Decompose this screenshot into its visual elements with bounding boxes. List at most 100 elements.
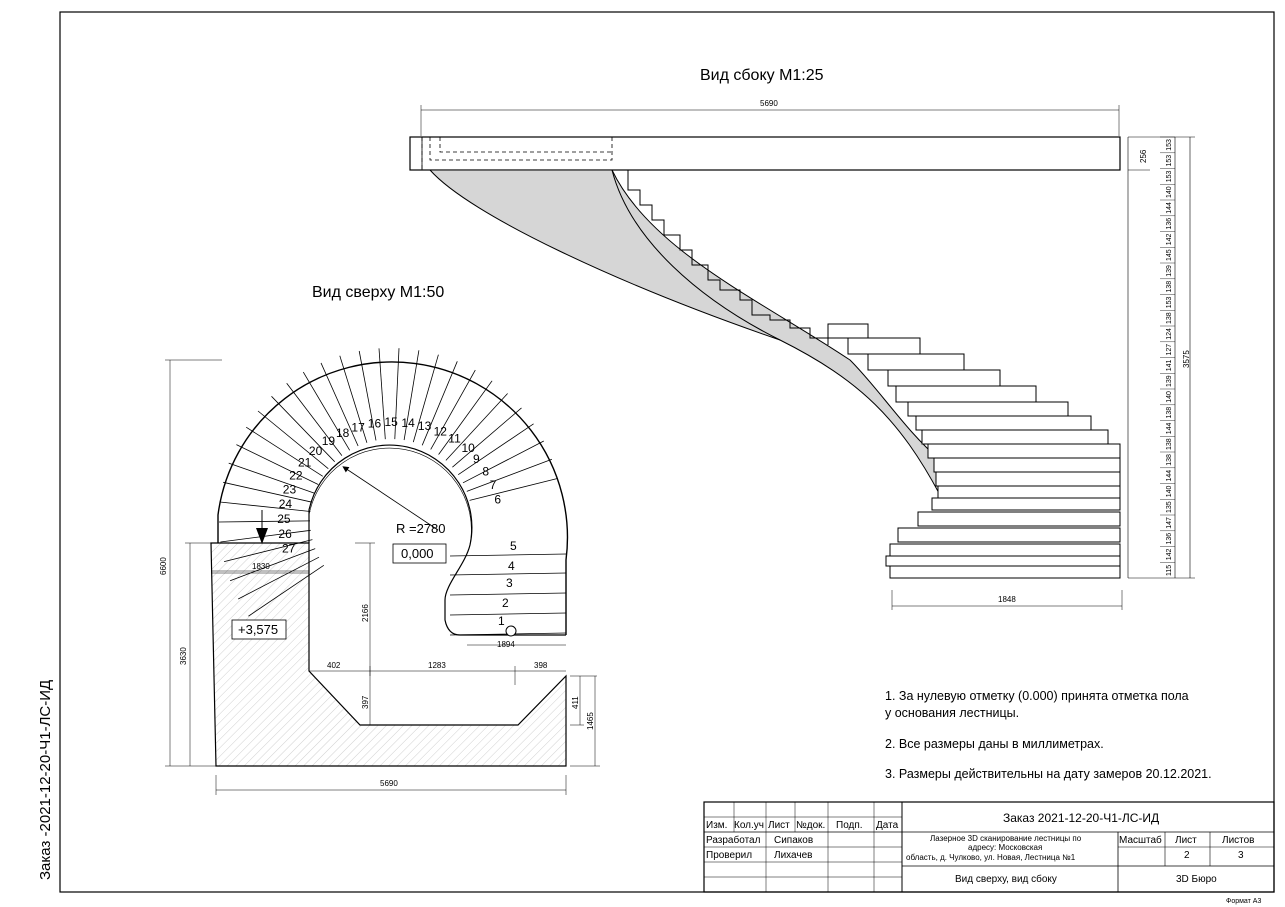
stair-tread-line	[339, 355, 368, 443]
walk-direction-arrow	[256, 528, 268, 544]
svg-text:2. Все размеры даны в миллимет: 2. Все размеры даны в миллиметрах.	[885, 737, 1104, 751]
svg-text:1. За нулевую отметку (0.000): 1. За нулевую отметку (0.000) принята от…	[885, 689, 1189, 703]
dim-seg-mid: 1283	[428, 661, 446, 670]
stair-tread-line	[469, 478, 558, 501]
stair-tread-line	[403, 350, 420, 441]
riser-dimension: 140	[1166, 391, 1173, 403]
step-number: 14	[401, 416, 415, 430]
riser-dimension: 145	[1166, 249, 1173, 261]
svg-text:3. Размеры действительны на да: 3. Размеры действительны на дату замеров…	[885, 767, 1212, 781]
step-number: 7	[490, 478, 497, 492]
start-point-marker	[505, 625, 517, 637]
riser-dimension: 142	[1166, 549, 1173, 561]
dim-start-width: 1894	[497, 640, 515, 649]
tb-sheet-label: Лист	[1175, 835, 1197, 846]
tb-scale-label: Масштаб	[1119, 834, 1162, 846]
step-number: 17	[351, 420, 365, 434]
stair-tread-line	[257, 410, 329, 470]
side-width-dimension: 5690	[420, 99, 1120, 136]
dim-overall-height: 6600	[159, 557, 168, 575]
side-view-title: Вид сбоку М1:25	[700, 67, 824, 84]
tb-col-podp: Подп.	[836, 820, 863, 831]
riser-dimension: 124	[1166, 328, 1173, 340]
notes: 1. За нулевую отметку (0.000) принята от…	[885, 689, 1212, 781]
stringer-surface	[428, 169, 941, 496]
tb-desc-3: область, д. Чулково, ул. Новая, Лестница…	[906, 853, 1076, 862]
radius-label: R =2780	[396, 521, 446, 536]
tb-checked-label: Проверил	[706, 850, 752, 861]
tb-checked-name: Лихачев	[774, 850, 812, 861]
stair-tread-line	[462, 440, 544, 484]
tb-sheets-value: 3	[1238, 850, 1244, 861]
step-number: 10	[462, 441, 476, 455]
riser-dimension: 139	[1166, 375, 1173, 387]
sheet-frame	[59, 11, 1275, 893]
dim-inner-height: 2166	[361, 604, 370, 622]
step-number: 18	[336, 426, 350, 440]
stair-tread-line	[236, 444, 319, 485]
riser-dimension: 138	[1166, 407, 1173, 419]
stair-tread-line	[452, 407, 522, 468]
step-number: 2	[502, 596, 509, 610]
tb-format: Формат А3	[1226, 898, 1261, 905]
step-number: 15	[385, 415, 399, 429]
riser-dimension: 153	[1166, 297, 1173, 309]
riser-dimension: 138	[1166, 312, 1173, 324]
step-numbers: 1234567891011121314151617181920212223242…	[277, 415, 517, 628]
stair-tread-line	[457, 423, 534, 476]
riser-dimension: 135	[1166, 501, 1173, 513]
step-number: 9	[473, 452, 480, 466]
svg-text:1848: 1848	[998, 595, 1016, 604]
stair-tread-line	[412, 354, 439, 443]
riser-dimension: 139	[1166, 265, 1173, 277]
step-number: 22	[289, 468, 303, 482]
upper-floor-slab	[409, 136, 1121, 171]
stair-tread-line	[220, 529, 311, 543]
riser-dimension: 142	[1166, 234, 1173, 246]
step-number: 26	[278, 527, 292, 541]
order-vertical-text: Заказ -2021-12-20-Ч1-ЛС-ИД	[37, 680, 54, 880]
lower-treads	[827, 323, 1121, 579]
tb-desc-2: адресу: Московская	[968, 843, 1042, 852]
riser-dimension: 138	[1166, 438, 1173, 450]
dim-notch-right: 411	[571, 696, 580, 709]
side-bottom-dimension: 1848	[891, 590, 1123, 610]
riser-dimension: 136	[1166, 533, 1173, 545]
stair-tread-line	[245, 426, 324, 477]
tb-sheet-name: Вид сверху, вид сбоку	[955, 873, 1057, 885]
riser-dimension: 144	[1166, 423, 1173, 435]
step-number: 11	[448, 432, 461, 446]
tb-col-izm: Изм.	[706, 820, 727, 831]
tb-developed-label: Разработал	[706, 834, 761, 846]
stair-tread-line	[449, 553, 567, 557]
upper-step-profile	[612, 169, 829, 345]
svg-text:256: 256	[1139, 149, 1148, 163]
stair-tread-line	[421, 361, 458, 446]
riser-dimension: 140	[1166, 486, 1173, 498]
hidden-edge-lines	[421, 137, 613, 170]
stair-tread-line	[228, 462, 315, 494]
tb-col-data: Дата	[876, 820, 899, 831]
zero-level-mark: 0,000	[401, 546, 434, 561]
step-number: 1	[498, 614, 505, 628]
riser-dimension: 138	[1166, 454, 1173, 466]
step-number: 25	[277, 512, 291, 526]
step-number: 5	[510, 539, 517, 553]
riser-dimension: 136	[1166, 218, 1173, 230]
step-number: 12	[434, 424, 448, 438]
stair-tread-line	[430, 369, 476, 450]
step-number: 24	[279, 497, 293, 511]
dim-landing-width: 1830	[252, 562, 270, 571]
tb-col-list: Лист	[768, 820, 790, 831]
stair-tread-line	[219, 501, 311, 512]
top-view-title: Вид сверху М1:50	[312, 284, 444, 301]
riser-dimension: 115	[1166, 565, 1173, 576]
stair-tread-line	[248, 564, 325, 617]
top-view-dimensions	[165, 359, 600, 795]
tb-developed-name: Сипаков	[774, 835, 813, 846]
tb-col-kol: Кол.уч	[734, 820, 764, 831]
stair-tread-line	[394, 348, 400, 440]
stair-tread-line	[466, 458, 553, 492]
step-number: 8	[482, 465, 489, 479]
